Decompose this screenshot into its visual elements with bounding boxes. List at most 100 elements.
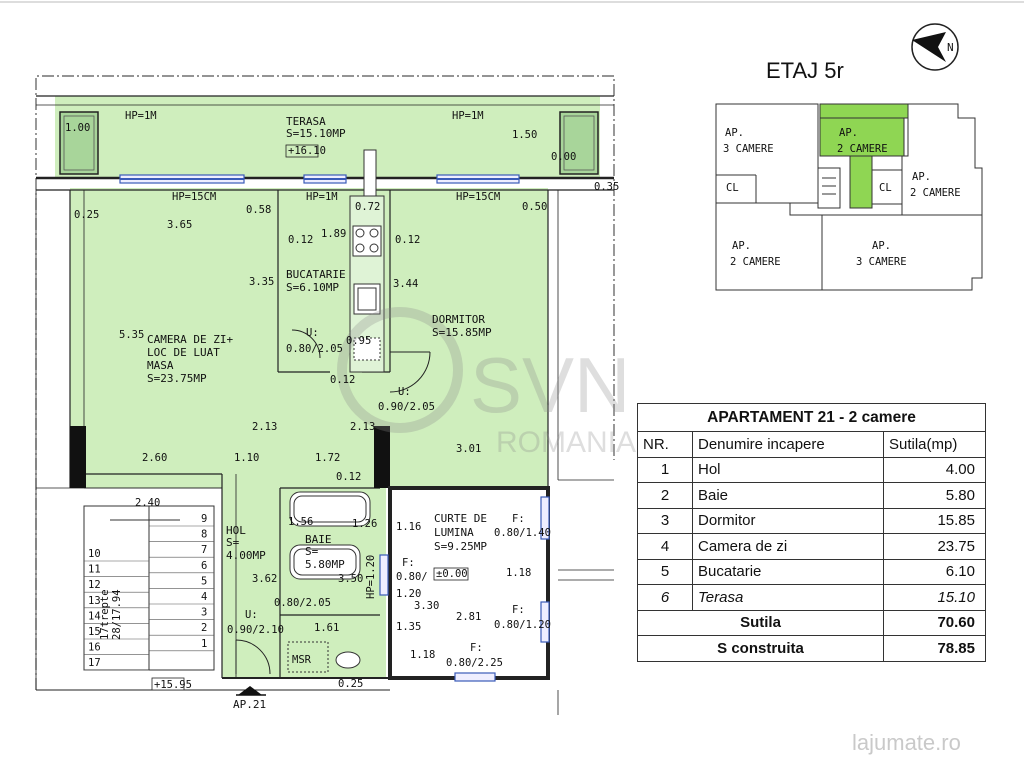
dim-240: 2.40: [135, 497, 160, 509]
sconstruita-label: S construita: [637, 635, 884, 662]
dim-189: 1.89: [321, 228, 346, 240]
terasa-fill: [55, 96, 600, 178]
key-cl-right: CL: [879, 182, 892, 194]
planters: [59, 111, 599, 175]
dim-118b: 1.18: [410, 649, 435, 661]
dim-f3: F:: [512, 604, 525, 616]
dim-msr: MSR: [292, 654, 312, 666]
svn-watermark: SVN ROMANIA: [337, 307, 636, 459]
stair-step-number: 16: [88, 642, 101, 654]
sconstruita-row: S construita 78.85: [637, 635, 986, 662]
table-row: 6 Terasa 15.10: [637, 584, 986, 611]
dim-000: 0.00: [551, 151, 576, 163]
site-watermark: lajumate.ro: [852, 730, 961, 755]
curte-name1: CURTE DE: [434, 512, 487, 525]
dim-f1v: 0.80/1.40: [494, 527, 551, 539]
dim-072: 0.72: [355, 201, 380, 213]
header-name: Denumire incapere: [692, 431, 884, 458]
entrance-arrow: [238, 686, 262, 695]
dim-095: 0.95: [346, 335, 371, 347]
row-name: Hol: [692, 456, 884, 483]
sutila-label: Sutila: [637, 609, 884, 636]
baie-area1: S=: [305, 545, 319, 558]
table-row: 2 Baie 5.80: [637, 482, 986, 509]
dim-050: 0.50: [522, 201, 547, 213]
dormitor-name: DORMITOR: [432, 313, 485, 326]
row-name: Terasa: [692, 584, 884, 611]
key-unit1-l2: 3 CAMERE: [723, 143, 774, 155]
camera-area: S=23.75MP: [147, 372, 207, 385]
bucatarie-name: BUCATARIE: [286, 268, 346, 281]
dim-u1: U:: [306, 327, 319, 339]
row-nr: 5: [637, 558, 693, 585]
dim-213a: 2.13: [252, 421, 277, 433]
camera-name1: CAMERA DE ZI+: [147, 333, 233, 346]
terasa-name: TERASA: [286, 115, 326, 128]
dim-012a: 0.12: [288, 234, 313, 246]
stair-step-number: 6: [201, 560, 207, 572]
dim-260: 2.60: [142, 452, 167, 464]
key-cl-left: CL: [726, 182, 739, 194]
row-name: Dormitor: [692, 507, 884, 534]
stair-step-number: 10: [88, 548, 101, 560]
main-rooms-fill: [70, 188, 548, 488]
row-area: 6.10: [883, 558, 986, 585]
stair-step-number: 8: [201, 529, 207, 541]
dim-110: 1.10: [234, 452, 259, 464]
stair-step-number: 15: [88, 626, 101, 638]
dimension-labels: HP=1M HP=1M 1.00 1.50 0.00 0.35 HP=15CM …: [65, 110, 619, 691]
key-unit4-l2: 2 CAMERE: [730, 256, 781, 268]
dim-u4v: 0.90/2.10: [227, 624, 284, 636]
dim-535: 5.35: [119, 329, 144, 341]
header-nr: NR.: [637, 431, 693, 458]
dim-hp1: HP=1M: [125, 110, 157, 122]
key-unit5-l2: 3 CAMERE: [856, 256, 907, 268]
north-compass: N: [911, 23, 959, 71]
sconstruita-value: 78.85: [883, 635, 986, 662]
dormitor-area: S=15.85MP: [432, 326, 492, 339]
stair-step-number: 7: [201, 544, 207, 556]
stair-step-number: 2: [201, 622, 207, 634]
dim-301: 3.01: [456, 443, 481, 455]
table-row: 4 Camera de zi 23.75: [637, 533, 986, 560]
compass-letter: N: [947, 41, 954, 54]
dim-161: 1.61: [314, 622, 339, 634]
table-row: 5 Bucatarie 6.10: [637, 558, 986, 585]
dim-u3v: 0.80/2.05: [274, 597, 331, 609]
dim-365: 3.65: [167, 219, 192, 231]
sutila-row: Sutila 70.60: [637, 609, 986, 636]
curte-area: S=9.25MP: [434, 540, 487, 553]
camera-name2: LOC DE LUAT: [147, 346, 220, 359]
camera-name3: MASA: [147, 359, 174, 372]
room-labels: TERASA S=15.10MP +16.10 BUCATARIE S=6.10…: [147, 115, 492, 581]
dim-hp120: HP=1.20: [365, 555, 377, 599]
dim-330: 3.30: [414, 600, 439, 612]
table-row: 3 Dormitor 15.85: [637, 507, 986, 534]
pier-right: [374, 426, 390, 488]
doors: [235, 329, 431, 675]
stair-step-number: 5: [201, 575, 207, 587]
bucatarie-area: S=6.10MP: [286, 281, 339, 294]
dim-118a: 1.18: [506, 567, 531, 579]
stair-level: +15.95: [154, 679, 192, 691]
dim-f4v: 0.80/2.25: [446, 657, 503, 669]
stair-step-number: 4: [201, 591, 207, 603]
terasa-level: +16.10: [288, 145, 326, 157]
row-area: 15.10: [883, 584, 986, 611]
dim-344: 3.44: [393, 278, 418, 290]
hol-area1: S=: [226, 536, 240, 549]
curte-level: ±0.00: [436, 568, 468, 580]
dim-012d: 0.12: [336, 471, 361, 483]
dim-f4: F:: [470, 642, 483, 654]
key-unit4-l1: AP.: [732, 240, 751, 252]
key-unit3-l1: AP.: [912, 171, 931, 183]
pier-left: [70, 426, 86, 488]
stair-step-number: 12: [88, 579, 101, 591]
dim-hp15a: HP=15CM: [172, 191, 216, 203]
key-unit1-l1: AP.: [725, 127, 744, 139]
dim-281: 2.81: [456, 611, 481, 623]
baie-name: BAIE: [305, 533, 332, 546]
